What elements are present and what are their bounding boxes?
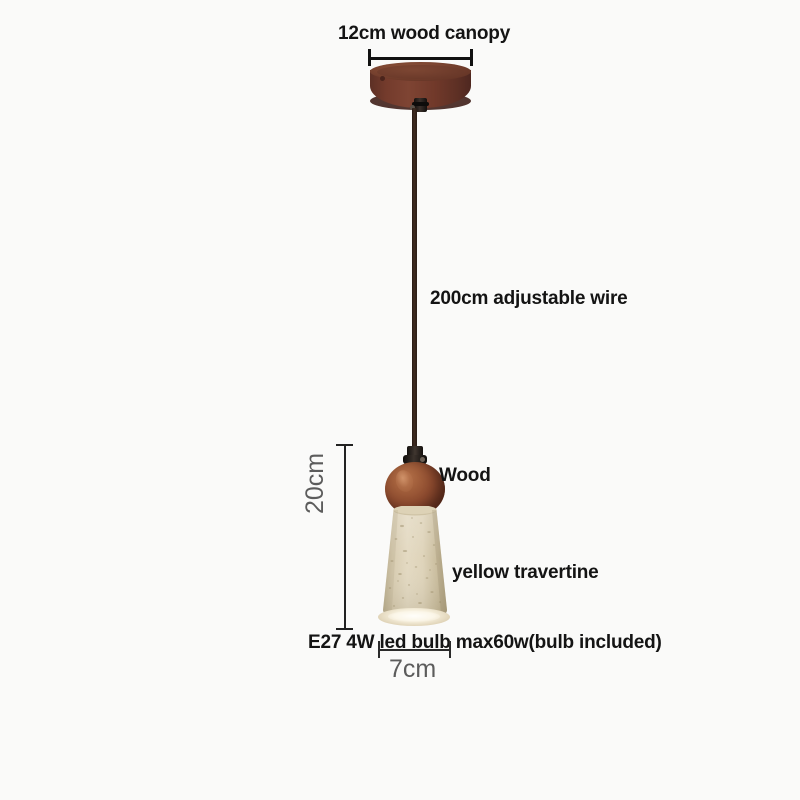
wood-label: Wood [439,465,491,486]
canopy-nub [410,105,415,110]
shade-width-cap-right [449,641,451,658]
shade-silhouette [383,506,447,618]
canopy-dimension-cap-right [470,49,473,66]
shade-height-cap-bottom [336,628,353,630]
canopy-screw-icon [380,76,385,81]
canopy-inner-rim [377,65,464,79]
socket-screw-icon [420,457,425,462]
bulb-spec-label: E27 4W led bulb max60w(bulb included) [308,632,662,653]
ceiling-canopy-icon [370,62,471,114]
shade-height-dimension-line [344,444,346,630]
travertine-shade-icon [372,506,458,624]
shade-width-label: 7cm [389,655,437,683]
shade-width-dimension-line [378,649,451,651]
canopy-dimension-cap-left [368,49,371,66]
travertine-label: yellow travertine [452,562,599,583]
shade-light-opening [388,611,440,622]
shade-height-label: 20cm [301,452,329,514]
canopy-label: 12cm wood canopy [338,23,511,44]
shade-width-cap-left [378,641,380,658]
shade-height-cap-top [336,444,353,446]
wire-label: 200cm adjustable wire [430,288,628,309]
socket-cap [407,446,423,456]
hanging-wire-icon [412,108,417,448]
socket-band [403,455,427,464]
canopy-nipple-ring [412,102,429,106]
canopy-dimension-line [368,57,473,60]
lamp-socket-icon [402,446,428,468]
